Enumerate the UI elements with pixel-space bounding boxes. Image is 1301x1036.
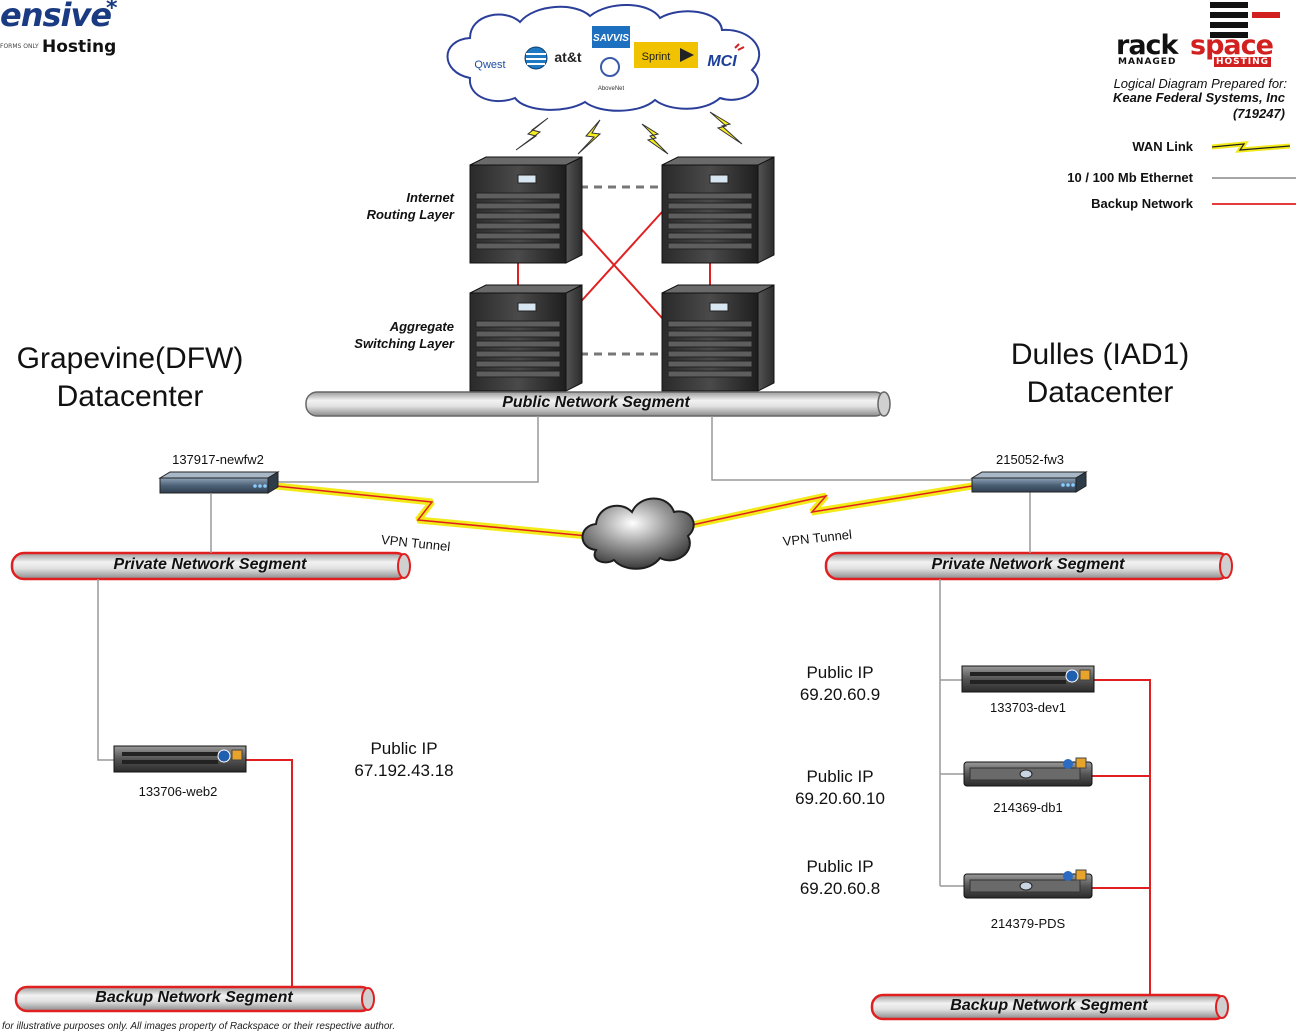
carrier-logo-qwest: Qwest bbox=[474, 59, 505, 71]
server-hostname-web2: 133706-web2 bbox=[138, 784, 218, 799]
customer-name: Keane Federal Systems, Inc bbox=[1113, 90, 1285, 105]
partner-logo-star: * bbox=[106, 0, 118, 21]
public-ip-dev1: Public IP 69.20.60.9 bbox=[770, 662, 910, 706]
routing-layer-label: Internet Routing Layer bbox=[340, 189, 454, 223]
partner-logo-hosting: Hosting bbox=[42, 37, 117, 57]
switching-layer-label: Aggregate Switching Layer bbox=[330, 318, 454, 352]
rackspace-logo-managed: MANAGED bbox=[1118, 57, 1177, 67]
private-segment-label-right: Private Network Segment bbox=[931, 556, 1125, 573]
public-ip-web2-label: Public IP bbox=[370, 739, 438, 758]
legend-label-backup: Backup Network bbox=[1091, 196, 1193, 211]
legend-label-ethernet: 10 / 100 Mb Ethernet bbox=[1067, 170, 1193, 185]
datacenter-left-line1: Grapevine(DFW) bbox=[16, 342, 244, 375]
partner-logo: ensive * FORMS ONLY Hosting bbox=[0, 0, 140, 60]
rackspace-logo-hosting: HOSTING bbox=[1214, 57, 1272, 67]
legend-label-wan: WAN Link bbox=[1132, 139, 1193, 154]
backup-network-pipe-right bbox=[870, 993, 1229, 1021]
public-ip-db1-label: Public IP bbox=[806, 767, 874, 786]
public-ip-dev1-label: Public IP bbox=[806, 663, 874, 682]
switching-layer-line2: Switching Layer bbox=[354, 336, 454, 351]
partner-logo-subtext: FORMS ONLY bbox=[0, 43, 39, 50]
rackspace-logo: rack space MANAGED HOSTING bbox=[1112, 30, 1288, 70]
router-rack-right bbox=[661, 156, 775, 264]
svg-text:AboveNet: AboveNet bbox=[598, 86, 625, 92]
firewall-device-right bbox=[970, 471, 1088, 493]
carrier-label-att: at&t bbox=[554, 49, 582, 65]
datacenter-right-line1: Dulles (IAD1) bbox=[1010, 338, 1190, 371]
firewall-hostname-left: 137917-newfw2 bbox=[172, 452, 264, 467]
server-device-web2 bbox=[113, 745, 247, 773]
switch-rack-right bbox=[661, 284, 775, 392]
public-ip-web2-value: 67.192.43.18 bbox=[354, 761, 454, 780]
public-network-pipe bbox=[305, 391, 891, 417]
private-network-pipe-right bbox=[824, 551, 1233, 581]
public-ip-db1: Public IP 69.20.60.10 bbox=[770, 766, 910, 810]
public-ip-db1-value: 69.20.60.10 bbox=[795, 789, 885, 808]
server-hostname-pds: 214379-PDS bbox=[990, 916, 1066, 931]
server-device-pds bbox=[963, 869, 1093, 899]
backup-segment-label-right: Backup Network Segment bbox=[950, 997, 1148, 1014]
backup-links bbox=[244, 679, 1151, 995]
rackspace-logo-rack: rack bbox=[1116, 30, 1178, 61]
carrier-logo-abovenet: AboveNet bbox=[598, 57, 625, 92]
backup-network-pipe-left bbox=[14, 985, 375, 1013]
backup-segment-label-left: Backup Network Segment bbox=[95, 989, 293, 1006]
switching-layer-line1: Aggregate bbox=[389, 319, 454, 334]
datacenter-right-line2: Datacenter bbox=[1026, 376, 1174, 409]
internet-carrier-cloud bbox=[446, 4, 761, 112]
carrier-logo-mci: MCI bbox=[707, 43, 745, 70]
prepared-for-label: Logical Diagram Prepared for: bbox=[1113, 76, 1287, 91]
rackspace-logo-space: space bbox=[1190, 30, 1274, 61]
wan-link-bolts bbox=[515, 111, 743, 155]
vpn-tunnel-right bbox=[677, 482, 973, 532]
footer-disclaimer: for illustrative purposes only. All imag… bbox=[2, 1021, 396, 1032]
svg-text:Sprint: Sprint bbox=[642, 51, 671, 63]
carrier-logo-sprint: Sprint bbox=[634, 42, 698, 68]
server-hostname-dev1: 133703-dev1 bbox=[990, 700, 1066, 715]
datacenter-title-right: Dulles (IAD1) Datacenter bbox=[980, 336, 1220, 412]
vpn-tunnel-left bbox=[275, 482, 589, 540]
datacenter-left-line2: Datacenter bbox=[56, 380, 204, 413]
private-network-pipe-left bbox=[10, 551, 411, 581]
legend-swatch-wan bbox=[1211, 141, 1291, 153]
public-segment-label: Public Network Segment bbox=[502, 394, 690, 411]
routing-layer-line1: Internet bbox=[406, 190, 454, 205]
public-ip-dev1-value: 69.20.60.9 bbox=[799, 685, 881, 704]
firewall-hostname-right: 215052-fw3 bbox=[996, 452, 1064, 467]
switch-rack-left bbox=[469, 284, 583, 392]
server-device-dev1 bbox=[961, 665, 1095, 693]
server-device-db1 bbox=[963, 757, 1093, 787]
public-ip-pds-label: Public IP bbox=[806, 857, 874, 876]
partner-logo-wordmark: ensive bbox=[0, 0, 112, 34]
private-segment-label-left: Private Network Segment bbox=[113, 556, 307, 573]
datacenter-title-left: Grapevine(DFW) Datacenter bbox=[0, 340, 260, 416]
router-rack-left bbox=[469, 156, 583, 264]
routing-layer-line2: Routing Layer bbox=[366, 207, 454, 222]
storm-cloud-icon bbox=[581, 497, 695, 570]
rackspace-logo-mark bbox=[1210, 2, 1280, 38]
public-ip-pds-value: 69.20.60.8 bbox=[799, 879, 881, 898]
svg-text:MCI: MCI bbox=[707, 53, 737, 70]
carrier-logo-savvis: SAVVIS bbox=[592, 26, 630, 48]
account-number: (719247) bbox=[1232, 106, 1285, 121]
carrier-logo-att bbox=[524, 46, 548, 70]
firewall-device-left bbox=[158, 471, 280, 494]
server-hostname-db1: 214369-db1 bbox=[993, 800, 1063, 815]
svg-text:SAVVIS: SAVVIS bbox=[593, 33, 629, 44]
public-ip-web2: Public IP 67.192.43.18 bbox=[334, 738, 474, 782]
public-ip-pds: Public IP 69.20.60.8 bbox=[770, 856, 910, 900]
ethernet-links bbox=[97, 416, 1031, 887]
